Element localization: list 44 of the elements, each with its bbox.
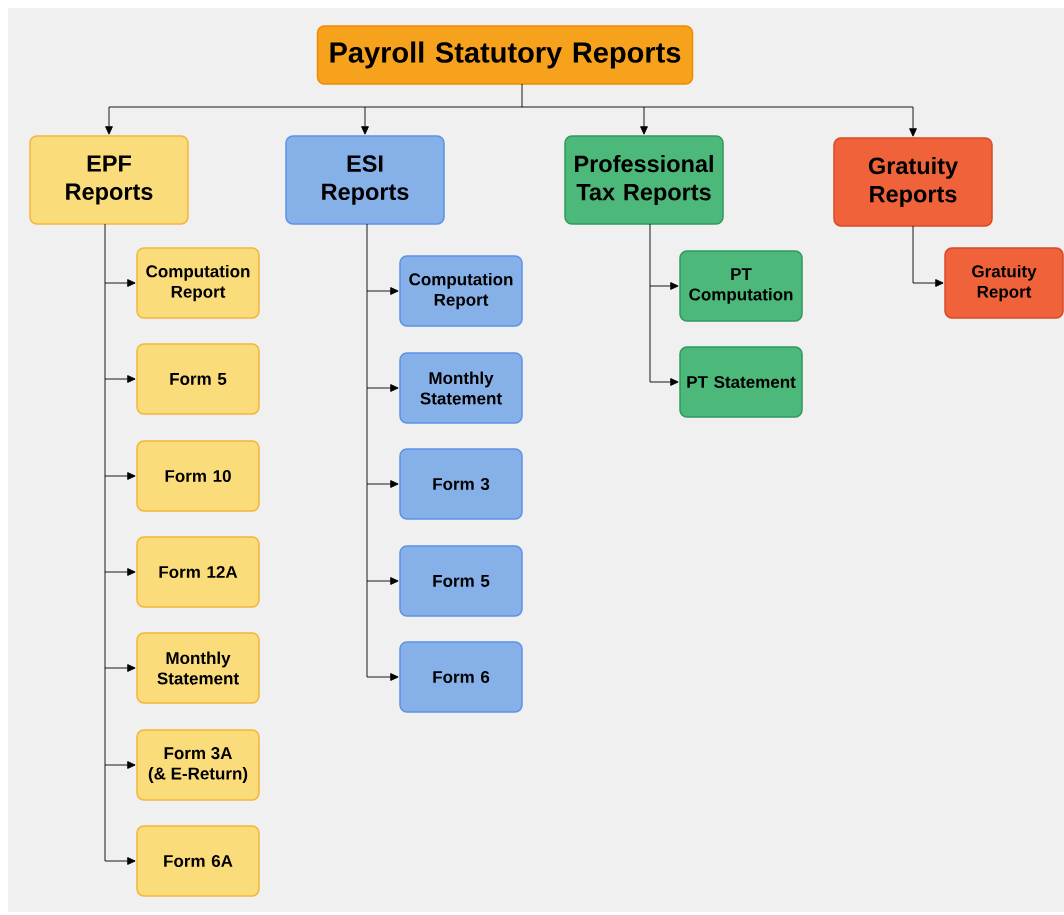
connector-arrow bbox=[366, 480, 399, 488]
report-box: Form 5 bbox=[136, 343, 260, 415]
report-box: Gratuity Report bbox=[944, 247, 1064, 319]
report-box: Form 6 bbox=[399, 641, 523, 713]
report-box: Monthly Statement bbox=[399, 352, 523, 424]
connector-line bbox=[649, 223, 651, 383]
connector-arrow bbox=[105, 106, 113, 135]
report-box: Monthly Statement bbox=[136, 632, 260, 704]
connector-arrow bbox=[366, 384, 399, 392]
report-box: PT Computation bbox=[679, 250, 803, 322]
connector-arrow bbox=[104, 664, 136, 672]
connector-arrow bbox=[912, 279, 944, 287]
report-box: Form 3A (& E-Return) bbox=[136, 729, 260, 801]
connector-arrow bbox=[104, 375, 136, 383]
connector-arrow bbox=[104, 279, 136, 287]
connector-arrow bbox=[104, 472, 136, 480]
report-box: Form 12A bbox=[136, 536, 260, 608]
root-box: Payroll Statutory Reports bbox=[316, 25, 694, 85]
connector-line bbox=[104, 223, 106, 862]
report-box: Form 5 bbox=[399, 545, 523, 617]
connector-arrow bbox=[104, 857, 136, 865]
connector-line bbox=[366, 223, 368, 678]
connector-arrow bbox=[649, 282, 679, 290]
report-box: Computation Report bbox=[136, 247, 260, 319]
connector-line bbox=[108, 83, 914, 108]
connector-arrow bbox=[366, 287, 399, 295]
connector-line bbox=[912, 225, 914, 284]
report-box: Form 6A bbox=[136, 825, 260, 897]
category-box: Professional Tax Reports bbox=[564, 135, 724, 225]
connector-arrow bbox=[361, 106, 369, 135]
connector-arrow bbox=[104, 568, 136, 576]
report-box: Form 3 bbox=[399, 448, 523, 520]
connector-arrow bbox=[909, 106, 917, 137]
report-box: PT Statement bbox=[679, 346, 803, 418]
connector-arrow bbox=[640, 106, 648, 135]
connector-arrow bbox=[366, 673, 399, 681]
report-box: Form 10 bbox=[136, 440, 260, 512]
category-box: EPF Reports bbox=[29, 135, 189, 225]
report-box: Computation Report bbox=[399, 255, 523, 327]
connector-arrow bbox=[649, 378, 679, 386]
category-box: Gratuity Reports bbox=[833, 137, 993, 227]
connector-arrow bbox=[104, 761, 136, 769]
connector-arrow bbox=[366, 577, 399, 585]
category-box: ESI Reports bbox=[285, 135, 445, 225]
